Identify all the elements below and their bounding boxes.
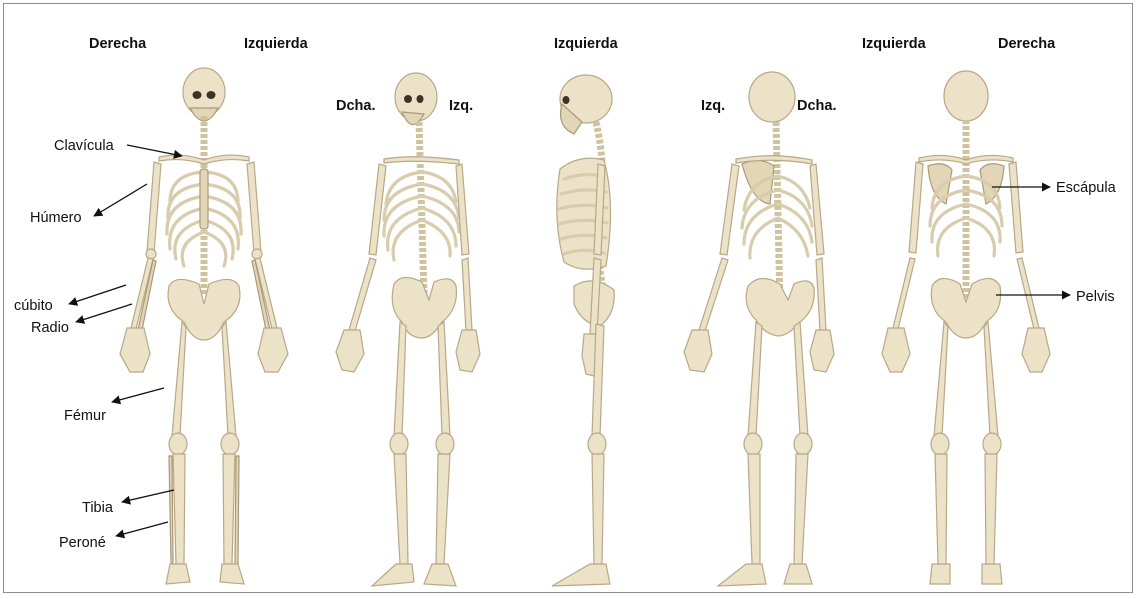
label-perone: Peroné: [59, 535, 106, 551]
header-oblique-left: Izq.: [449, 98, 473, 114]
label-cubito: cúbito: [14, 298, 53, 314]
header-back-right: Derecha: [998, 36, 1056, 52]
label-radio: Radio: [31, 320, 69, 336]
skeleton-back-view: [882, 71, 1050, 584]
diagram-frame: Derecha Izquierda Dcha. Izq. Izquierda I…: [3, 3, 1133, 593]
skeleton-front-oblique-view: [336, 73, 480, 586]
arrow-cubito: [69, 285, 126, 304]
label-humero: Húmero: [30, 210, 82, 226]
arrow-humero: [94, 184, 147, 216]
header-front-right: Derecha: [89, 36, 147, 52]
header-front-left: Izquierda: [244, 36, 309, 52]
arrow-perone: [116, 522, 168, 536]
label-clavicula: Clavícula: [54, 138, 115, 154]
arrow-tibia: [122, 490, 174, 502]
header-back-left: Izquierda: [862, 36, 927, 52]
arrow-clavicula: [127, 145, 182, 156]
skeleton-side-view: [552, 75, 614, 586]
skeleton-back-oblique-view: [684, 72, 834, 586]
skeleton-diagram: Derecha Izquierda Dcha. Izq. Izquierda I…: [4, 4, 1132, 592]
label-pelvis: Pelvis: [1076, 289, 1115, 305]
arrow-radio: [76, 304, 132, 322]
header-side: Izquierda: [554, 36, 619, 52]
label-escapula: Escápula: [1056, 180, 1117, 196]
header-back-oblique-right: Dcha.: [797, 98, 837, 114]
header-back-oblique-left: Izq.: [701, 98, 725, 114]
label-tibia: Tibia: [82, 500, 114, 516]
arrow-femur: [112, 388, 164, 402]
header-oblique-right: Dcha.: [336, 98, 376, 114]
skeleton-front-view: [120, 68, 288, 584]
label-femur: Fémur: [64, 408, 106, 424]
